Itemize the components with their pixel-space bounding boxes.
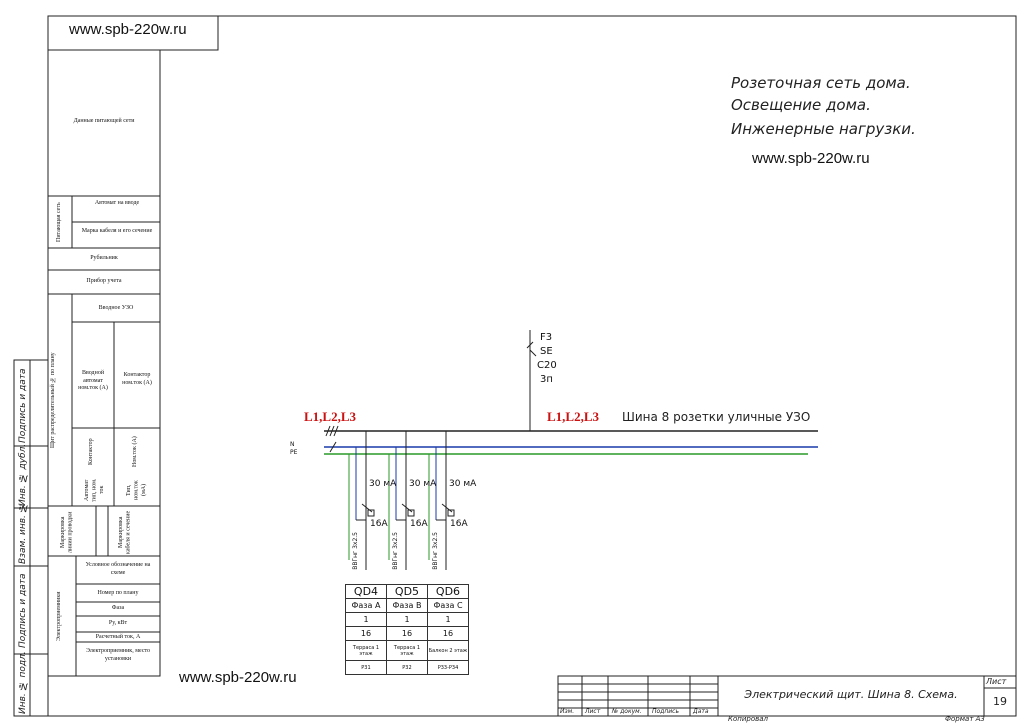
- rcd-label-qd4: 30 мА: [369, 479, 397, 489]
- label-cable: Маркировка кабеля и сечение: [118, 510, 132, 554]
- col-doc: № докум.: [612, 708, 642, 715]
- qd5-current: 16: [386, 626, 428, 641]
- qd6-name: QD6: [427, 584, 469, 599]
- qd6-phase: Фаза С: [427, 598, 469, 613]
- url-top-left[interactable]: www.spb-220w.ru: [69, 21, 187, 38]
- copied-label: Копировал: [728, 715, 768, 723]
- feeder-branch-qd6: [428, 431, 455, 570]
- label-plan-number: Номер по плану: [97, 590, 139, 596]
- label-contactor: Контактор: [88, 438, 94, 466]
- cable-label-qd5: ВВГнг 3х2.5: [392, 532, 399, 570]
- col-izm: Изм.: [560, 708, 575, 715]
- qd5-plan: Р32: [386, 660, 428, 675]
- note-line-1: Розеточная сеть дома.: [731, 74, 911, 92]
- label-input-breaker: Автомат на вводе: [94, 200, 140, 206]
- qd6-power: 1: [427, 612, 469, 627]
- surge-label-2: SE: [540, 346, 553, 357]
- label-cable-mark: Марка кабеля и его сечение: [81, 228, 153, 234]
- qd6-place: Балкон 2 этаж: [427, 640, 469, 661]
- left-table-frame: [47, 49, 161, 677]
- rating-label-qd5: 16A: [410, 519, 428, 529]
- qd5-power: 1: [386, 612, 428, 627]
- qd5-phase: Фаза В: [386, 598, 428, 613]
- label-n: N: [290, 441, 295, 448]
- label-breaker-type: Автомат тип, ном. ток: [84, 478, 105, 502]
- bus-name: Шина 8 розетки уличные УЗО: [622, 410, 811, 424]
- col-date: Дата: [693, 708, 709, 715]
- label-supply-net: Питающая сеть: [56, 202, 62, 242]
- label-contactor-current: Контактор ном.ток (А): [122, 372, 152, 386]
- note-line-2: Освещение дома.: [731, 96, 871, 114]
- label-switch: Рубильник: [90, 255, 118, 261]
- cable-label-qd4: ВВГнг 3х2.5: [352, 532, 359, 570]
- surge-label-3: C20: [537, 360, 557, 371]
- qd4-plan: Р31: [345, 660, 387, 675]
- label-input-breaker-current: Вводной автомат ном.ток (А): [78, 370, 108, 391]
- url-under-notes[interactable]: www.spb-220w.ru: [752, 150, 870, 167]
- qd4-place: Терраса 1 этаж: [345, 640, 387, 661]
- label-power: Ру, кВт: [108, 620, 128, 626]
- label-meter: Прибор учета: [86, 278, 122, 284]
- cable-label-qd6: ВВГнг 3х2.5: [432, 532, 439, 570]
- format-label: Формат А3: [945, 715, 985, 723]
- title-block-frame: [557, 675, 1017, 717]
- stamp-inv-podl: Инв. № подл.: [18, 651, 28, 714]
- label-current: Расчетный ток, А: [95, 634, 141, 640]
- label-consumers: Электроприемники: [56, 591, 62, 641]
- rcd-label-qd6: 30 мА: [449, 479, 477, 489]
- qd4-current: 16: [345, 626, 387, 641]
- stamp-vzam-inv: Взам. инв. №: [18, 502, 28, 564]
- qd4-name: QD4: [345, 584, 387, 599]
- consumer-table: QD4 QD5 QD6 Фаза А Фаза В Фаза С 1 1 1 1…: [345, 584, 469, 675]
- bus-label-right: L1,L2,L3: [547, 409, 600, 424]
- rcd-label-qd5: 30 мА: [409, 479, 437, 489]
- url-bottom[interactable]: www.spb-220w.ru: [179, 669, 297, 686]
- stamp-inv-dubl: Инв. № дубл.: [18, 443, 28, 506]
- qd5-name: QD5: [386, 584, 428, 599]
- label-network-data: Данные питающей сети: [73, 118, 135, 124]
- qd5-place: Терраса 1 этаж: [386, 640, 428, 661]
- sheet-label: Лист: [986, 677, 1007, 686]
- label-consumer-name: Электроприемник, место установки: [85, 648, 151, 662]
- label-rcd-type: Тип, ном.ток (мА): [126, 480, 147, 500]
- label-nom-current: Ном.ток (А): [132, 436, 138, 468]
- sheet-number: 19: [993, 695, 1007, 708]
- side-stamp-frame: [13, 359, 49, 717]
- rating-label-qd6: 16A: [450, 519, 468, 529]
- feeder-branch-qd4: [348, 431, 375, 570]
- label-marking-on-scheme: Условное обозначение на схеме: [85, 562, 151, 576]
- label-marking: Маркировка линии проводки: [60, 511, 74, 553]
- surge-label-4: 3п: [540, 374, 553, 385]
- qd6-current: 16: [427, 626, 469, 641]
- label-panel: Щит распределительный № по плану: [50, 352, 56, 448]
- feeder-branch-qd5: [388, 431, 415, 570]
- col-sign: Подпись: [652, 708, 679, 715]
- stamp-signature-1: Подпись и дата: [18, 368, 28, 444]
- col-list: Лист: [585, 708, 601, 715]
- bus-label-left: L1,L2,L3: [304, 409, 357, 424]
- qd6-plan: Р33-Р34: [427, 660, 469, 675]
- qd4-power: 1: [345, 612, 387, 627]
- qd4-phase: Фаза А: [345, 598, 387, 613]
- label-input-rcd: Вводное УЗО: [98, 305, 134, 311]
- label-phase: Фаза: [111, 605, 125, 611]
- label-pe: PE: [290, 449, 298, 456]
- rating-label-qd4: 16A: [370, 519, 388, 529]
- surge-label-1: F3: [540, 332, 553, 343]
- title-block-title: Электрический щит. Шина 8. Схема.: [744, 688, 958, 701]
- stamp-signature-2: Подпись и дата: [18, 573, 28, 649]
- note-line-3: Инженерные нагрузки.: [731, 120, 916, 138]
